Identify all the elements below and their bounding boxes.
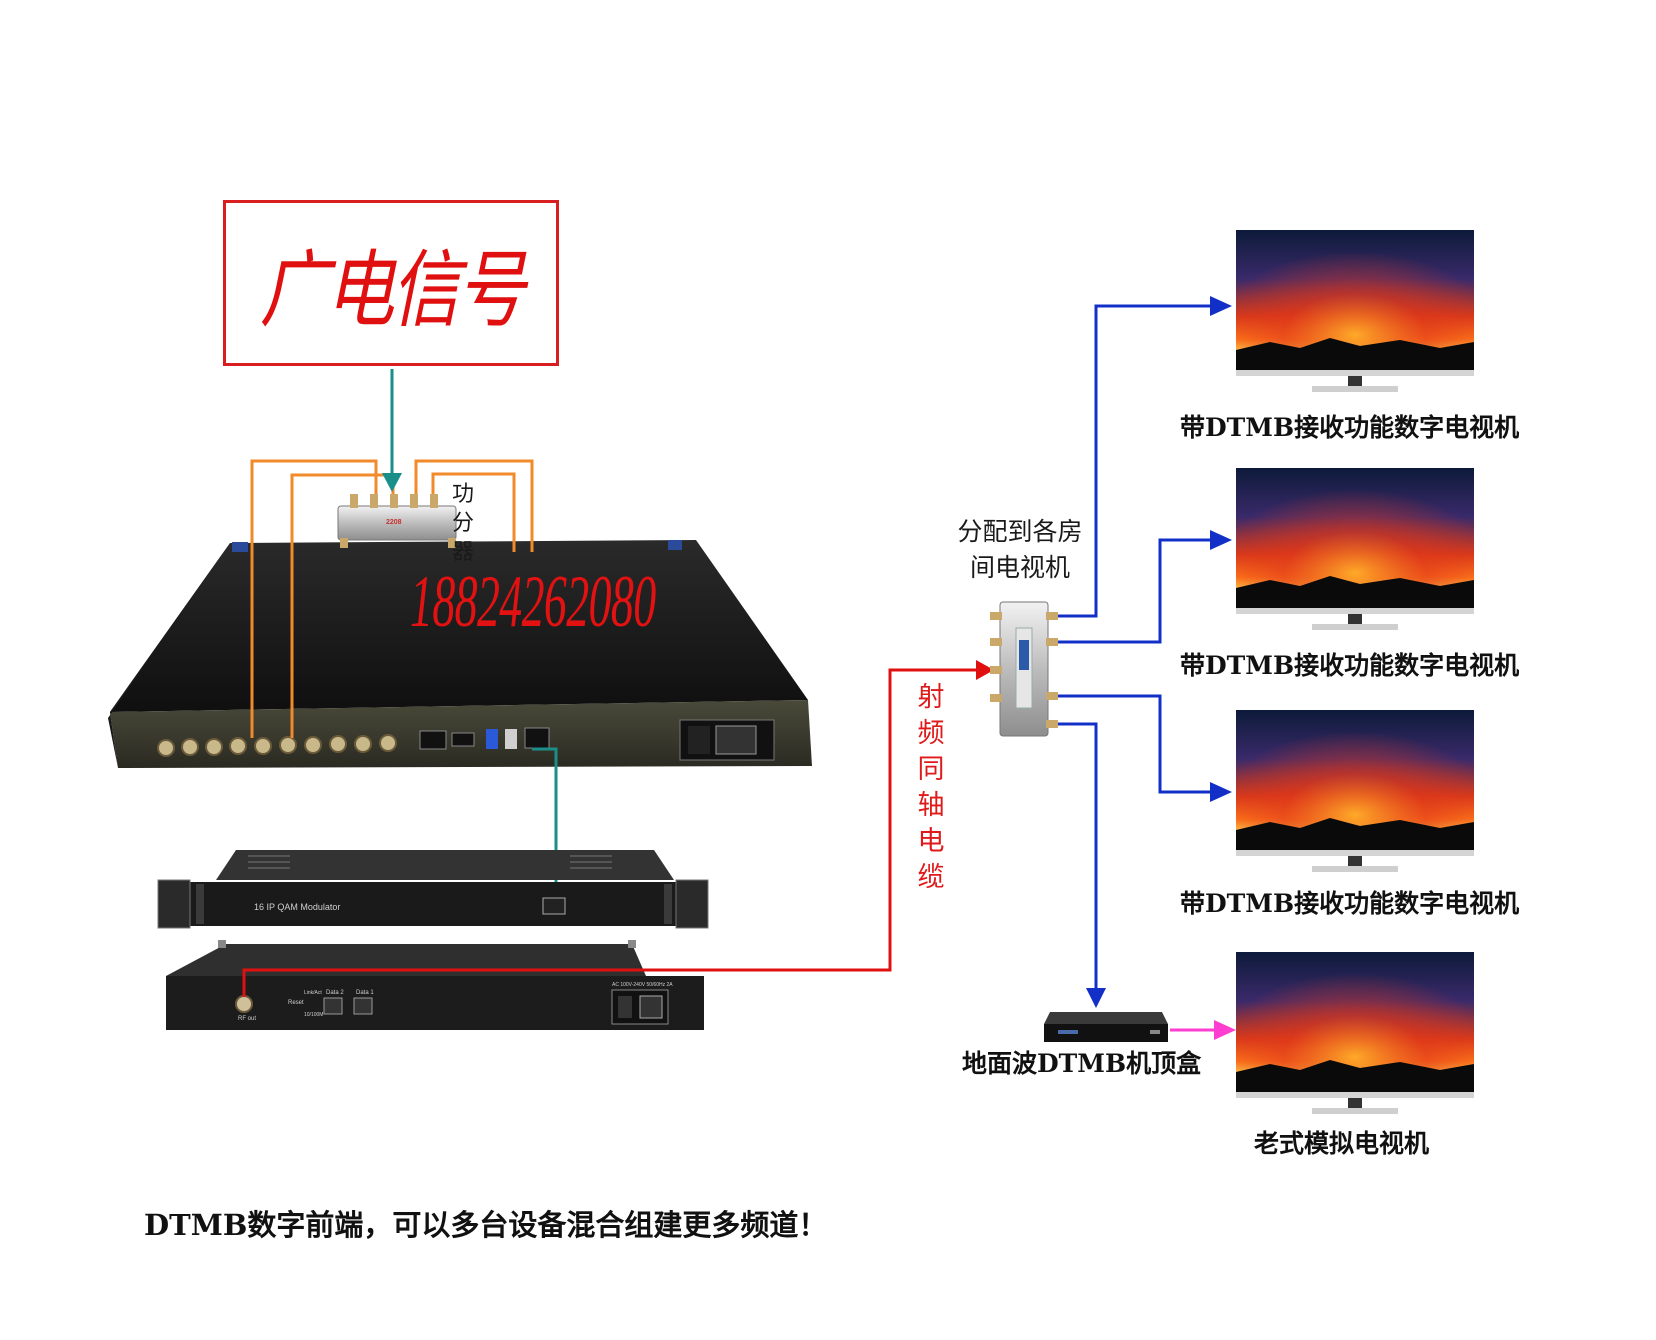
signal-source-title: 广电信号 — [256, 203, 527, 363]
footer-note: DTMB数字前端，可以多台设备混合组建更多频道！ — [144, 1202, 827, 1244]
power-spec-text: AC 100V-240V 50/60Hz 2A — [612, 982, 673, 988]
cable-label: 射频同轴电缆 — [916, 680, 946, 896]
signal-input-arrowhead — [382, 473, 402, 492]
modulator-model-text: 16 IP QAM Modulator — [254, 902, 340, 912]
tv-4 — [1236, 952, 1474, 1114]
data-2-label: Data 2 — [326, 990, 344, 996]
splitter-label: 功分器 — [452, 480, 478, 567]
reset-label: Reset — [288, 1000, 304, 1006]
tv-2 — [1236, 468, 1474, 630]
distributor-label-line-2: 间电视机 — [944, 550, 1096, 586]
link-act-label: Link/Act — [304, 990, 322, 996]
tv-3-caption: 带DTMB接收功能数字电视机 — [1180, 884, 1519, 920]
speed-label: 10/100M — [304, 1012, 323, 1018]
signal-source-box: 广电信号 — [223, 200, 559, 366]
distributor — [990, 602, 1058, 736]
qam-modulator: 16 IP QAM Modulator — [158, 850, 708, 928]
tv-3 — [1236, 710, 1474, 872]
tv-1-caption: 带DTMB接收功能数字电视机 — [1180, 408, 1519, 444]
tv-4-caption: 老式模拟电视机 — [1254, 1124, 1429, 1160]
distributor-label-line-1: 分配到各房 — [944, 514, 1096, 550]
power-splitter: 2208 — [338, 494, 456, 548]
set-top-box — [1044, 1012, 1168, 1042]
av-link-arrowhead — [1214, 1020, 1236, 1040]
rf-output-device: RF out Reset Link/Act 10/100M Data 2 Dat… — [166, 940, 704, 1030]
tv-1 — [1236, 230, 1474, 392]
tv-2-caption: 带DTMB接收功能数字电视机 — [1180, 646, 1519, 682]
set-top-box-caption: 地面波DTMB机顶盒 — [962, 1044, 1201, 1080]
distributor-label: 分配到各房 间电视机 — [944, 514, 1096, 586]
data-1-label: Data 1 — [356, 990, 374, 996]
splitter-brand-text: 2208 — [386, 519, 402, 526]
rf-out-label: RF out — [238, 1016, 256, 1022]
phone-watermark: 18824262080 — [410, 560, 656, 645]
